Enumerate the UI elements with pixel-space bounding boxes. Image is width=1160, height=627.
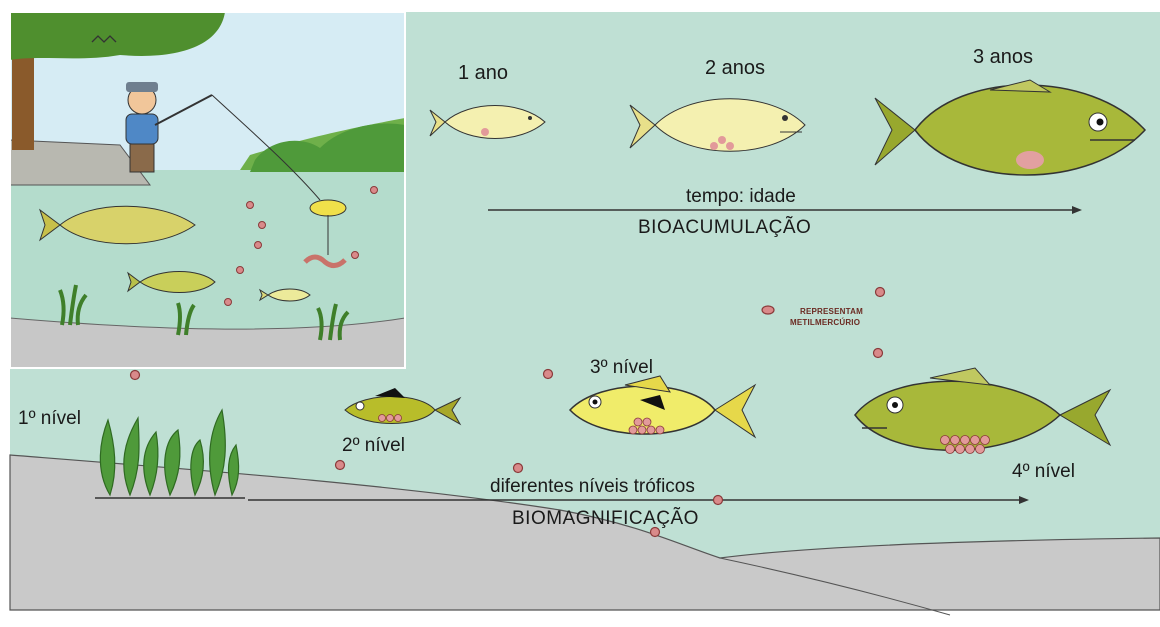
fisherman-cap [126, 82, 158, 92]
fisherman-inset [10, 12, 405, 368]
float-bobber [310, 200, 346, 216]
fisherman-legs [130, 144, 154, 172]
legend-line-2: METILMERCÚRIO [790, 317, 863, 328]
age-3-label: 3 anos [973, 46, 1033, 69]
fisherman-body [126, 114, 158, 144]
legend-mercury-dot [762, 306, 774, 314]
legend-label: REPRESENTAM METILMERCÚRIO [790, 306, 863, 328]
level-3-label: 3º nível [590, 357, 653, 379]
age-1-label: 1 ano [458, 62, 508, 85]
level-2-label: 2º nível [342, 435, 405, 457]
level-4-label: 4º nível [1012, 461, 1075, 483]
biomagnification-caption: BIOMAGNIFICAÇÃO [512, 508, 699, 530]
legend-line-1: REPRESENTAM [790, 306, 863, 317]
level-1-label: 1º nível [18, 408, 81, 430]
age-2-label: 2 anos [705, 57, 765, 80]
bioaccumulation-caption: BIOACUMULAÇÃO [638, 217, 811, 239]
bioaccumulation-axis-label: tempo: idade [686, 186, 796, 208]
biomagnification-axis-label: diferentes níveis tróficos [490, 476, 695, 498]
